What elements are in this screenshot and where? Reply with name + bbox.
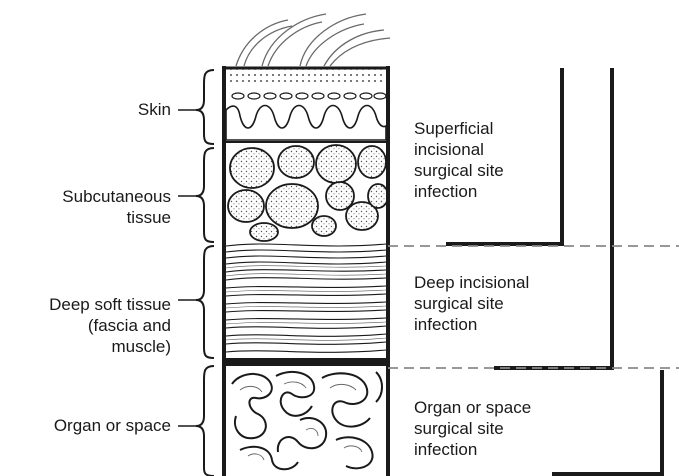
subcutaneous-tissue-label: Subcutaneous tissue (62, 186, 171, 228)
skin-brace (196, 70, 214, 144)
subcutaneous-brace (196, 148, 214, 242)
tissue-column (226, 68, 388, 476)
label-line: infection (414, 439, 531, 460)
deep-soft-tissue-label: Deep soft tissue (fascia and muscle) (49, 294, 171, 357)
label-line: (fascia and (49, 315, 171, 336)
organ-space-brace (196, 366, 214, 476)
skin-label: Skin (138, 99, 171, 120)
label-line: infection (414, 314, 529, 335)
label-line: tissue (62, 207, 171, 228)
label-line: surgical site (414, 418, 531, 439)
hair-strands (236, 14, 390, 66)
label-line: surgical site (414, 293, 529, 314)
deep-soft-tissue-brace (196, 246, 214, 358)
label-line: Superficial (414, 118, 504, 139)
label-leaders (178, 110, 196, 426)
label-line: incisional (414, 139, 504, 160)
organ-space-label: Organ or space (54, 415, 171, 436)
organ-space-infection-label: Organ or space surgical site infection (414, 397, 531, 460)
label-line: Subcutaneous (62, 186, 171, 207)
label-line: Skin (138, 99, 171, 120)
label-line: Organ or space (414, 397, 531, 418)
deep-infection-label: Deep incisional surgical site infection (414, 272, 529, 335)
label-line: surgical site (414, 160, 504, 181)
label-line: muscle) (49, 336, 171, 357)
superficial-infection-label: Superficial incisional surgical site inf… (414, 118, 504, 202)
left-braces (196, 70, 214, 476)
label-line: Deep soft tissue (49, 294, 171, 315)
label-line: Deep incisional (414, 272, 529, 293)
label-line: Organ or space (54, 415, 171, 436)
label-line: infection (414, 181, 504, 202)
